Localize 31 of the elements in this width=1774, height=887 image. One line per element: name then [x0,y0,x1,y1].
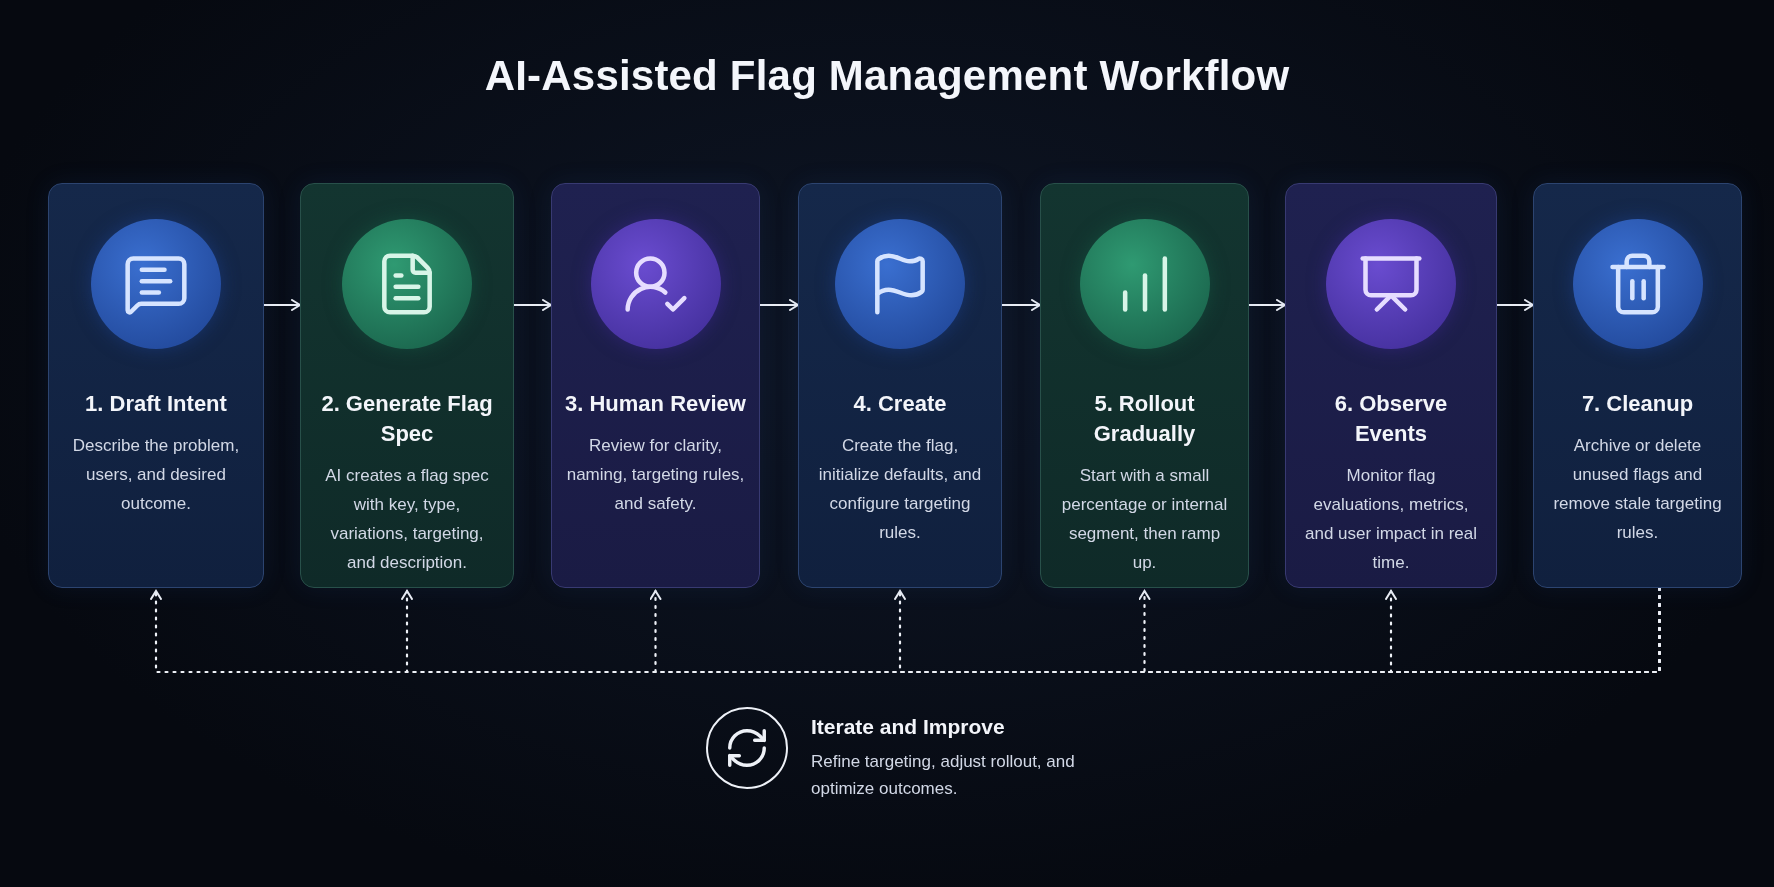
step-title: 6. Observe Events [1333,390,1449,448]
step-description: Start with a small percentage or internal segment, then ramp up. [1060,465,1229,574]
step-description: Monitor flag evaluations, metrics, and user impact in real time. [1304,465,1478,574]
step-card [300,183,514,588]
step-description: Archive or delete unused flags and remove stale targeting rules. [1552,435,1723,544]
step-title: 2. Generate Flag Spec [320,390,494,448]
arrow [1495,299,1535,311]
arrow [758,299,800,311]
step-description: Describe the problem, users, and desired outcome. [71,435,241,515]
step-description: Review for clarity, naming, targeting rules, and safety. [565,435,746,515]
dotted-feedback-arrow [1385,586,1661,674]
diagram-title: AI-Assisted Flag Management Workflow [484,52,1290,100]
arrow [512,299,553,311]
step-title: 4. Create [852,390,948,418]
step-card [1040,183,1249,588]
step-card [1285,183,1497,588]
step-card [1533,183,1742,588]
step-description: Create the flag, initialize defaults, and configure targeting rules. [817,435,983,544]
step-card [551,183,760,588]
loop-description: Refine targeting, adjust rollout, and optimize outcomes. [811,751,1076,800]
step-description: AI creates a flag spec with key, type, variations, targeting, and description. [324,465,490,574]
arrow [262,299,302,311]
step-title: 7. Cleanup [1580,390,1695,418]
step-title: 5. Rollout Gradually [1092,390,1197,448]
step-card [48,183,264,588]
step-card [798,183,1002,588]
arrow [1247,299,1287,311]
step-title: 3. Human Review [564,390,747,418]
step-title: 1. Draft Intent [84,390,228,418]
loop-title: Iterate and Improve [811,715,1005,739]
arrow [1000,299,1042,311]
